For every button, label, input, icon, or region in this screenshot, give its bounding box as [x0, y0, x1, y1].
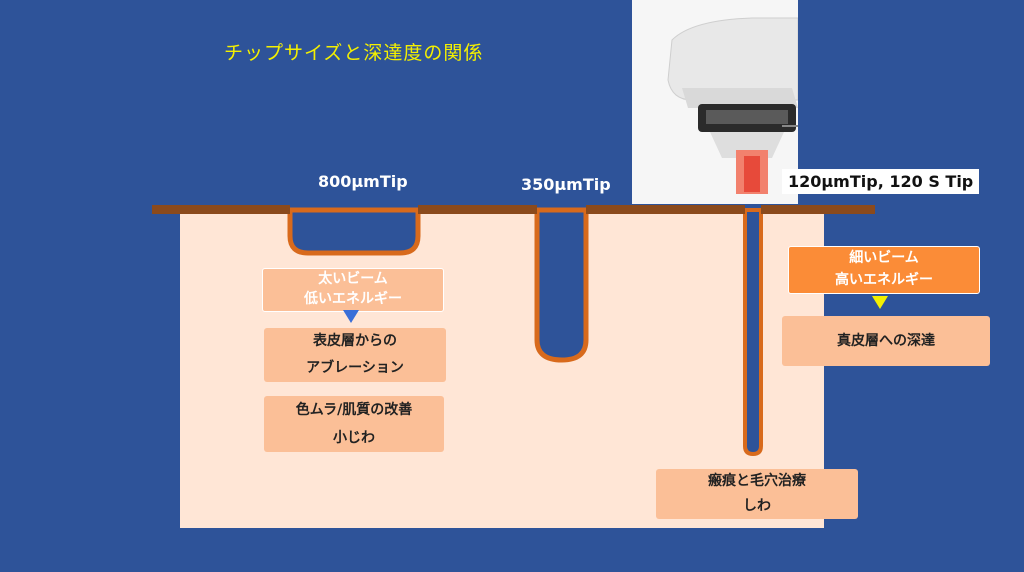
arrow-down-icon [872, 296, 888, 309]
diagram-title: チップサイズと深達度の関係 [224, 42, 484, 64]
tip-label-120: 120μmTip, 120 S Tip [782, 169, 980, 194]
left-effect-line1: 表皮層からの [313, 333, 397, 349]
left-result-line2: 小じわ [333, 430, 375, 446]
surface-line [418, 205, 537, 214]
right-result-box: 瘢痕と毛穴治療 しわ [656, 469, 858, 519]
right-beam-box: 細いビーム 高いエネルギー [788, 246, 980, 294]
left-beam-line1: 太いビーム [318, 271, 388, 287]
right-result-line1: 瘢痕と毛穴治療 [708, 473, 806, 489]
right-result-line2: しわ [743, 498, 771, 514]
arrow-down-icon [343, 310, 359, 323]
surface-line [586, 205, 745, 214]
left-effect-box: 表皮層からの アブレーション [264, 328, 446, 382]
channel-120 [743, 208, 763, 457]
right-effect-box: 真皮層への深達 [782, 316, 990, 366]
left-effect-line2: アブレーション [306, 360, 404, 376]
channel-350 [534, 207, 589, 363]
left-beam-box: 太いビーム 低いエネルギー [262, 268, 444, 312]
channel-800 [287, 207, 421, 256]
tip-label-800: 800μmTip [318, 172, 408, 191]
laser-handpiece-image [632, 0, 798, 204]
left-beam-line2: 低いエネルギー [304, 291, 402, 307]
right-beam-line2: 高いエネルギー [835, 272, 933, 288]
tip-label-350: 350μmTip [521, 175, 611, 194]
left-result-line1: 色ムラ/肌質の改善 [295, 402, 413, 418]
right-beam-line1: 細いビーム [849, 250, 919, 266]
surface-line [152, 205, 290, 214]
surface-line [761, 205, 875, 214]
left-result-box: 色ムラ/肌質の改善 小じわ [264, 396, 444, 452]
